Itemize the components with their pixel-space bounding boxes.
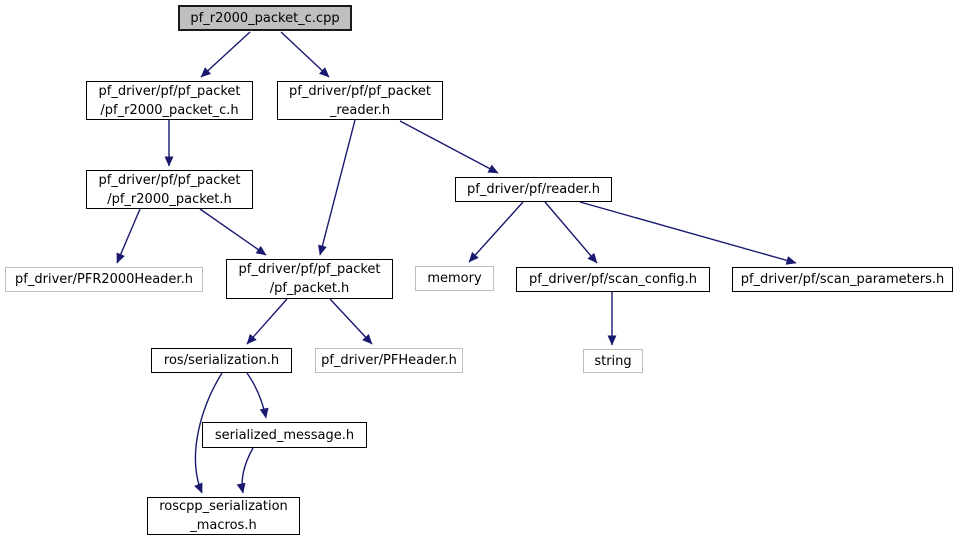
edge-pf_r2000_packet_h-to-pf_packet_h	[199, 208, 267, 256]
edge-pf_r2000_packet_c_cpp-to-pf_packet_reader_h	[280, 31, 330, 78]
node-pf-r2000-packet-c-h[interactable]: pf_driver/pf/pf_packet /pf_r2000_packet_…	[86, 81, 253, 120]
node-serialized-message-h[interactable]: serialized_message.h	[202, 422, 367, 448]
edge-pf_r2000_packet_h-to-pfr2000header_h	[116, 208, 141, 264]
node-pfr2000header-h: pf_driver/PFR2000Header.h	[5, 267, 203, 292]
node-scan-parameters-h[interactable]: pf_driver/pf/scan_parameters.h	[732, 267, 953, 292]
edge-ros_serialization_h-to-serialized_message_h	[246, 372, 269, 419]
node-roscpp-serialization-macros-h[interactable]: roscpp_serialization _macros.h	[147, 497, 300, 535]
edge-pf_packet_reader_h-to-pf_packet_h	[318, 119, 356, 256]
edge-serialized_message_h-to-roscpp_serialization_macros_h	[236, 447, 254, 494]
node-reader-h[interactable]: pf_driver/pf/reader.h	[455, 177, 612, 202]
node-string: string	[583, 349, 643, 373]
node-pfheader-h: pf_driver/PFHeader.h	[315, 348, 463, 373]
node-pf-r2000-packet-c-cpp: pf_r2000_packet_c.cpp	[178, 5, 352, 31]
node-pf-packet-reader-h[interactable]: pf_driver/pf/pf_packet _reader.h	[277, 81, 443, 120]
edge-reader_h-to-scan_config_h	[544, 201, 598, 264]
edge-reader_h-to-memory	[468, 201, 524, 263]
node-pf-r2000-packet-h[interactable]: pf_driver/pf/pf_packet /pf_r2000_packet.…	[86, 170, 253, 209]
edge-pf_packet_h-to-pfheader_h	[329, 298, 373, 345]
node-ros-serialization-h[interactable]: ros/serialization.h	[151, 348, 292, 373]
node-pf-packet-h[interactable]: pf_driver/pf/pf_packet /pf_packet.h	[226, 259, 393, 299]
node-memory: memory	[415, 266, 494, 291]
edge-pf_packet_h-to-ros_serialization_h	[246, 298, 288, 345]
edge-reader_h-to-scan_parameters_h	[579, 201, 797, 265]
edge-pf_r2000_packet_c_cpp-to-pf_r2000_packet_c_h	[200, 31, 251, 78]
node-scan-config-h[interactable]: pf_driver/pf/scan_config.h	[516, 267, 710, 292]
edge-pf_packet_reader_h-to-reader_h	[399, 120, 499, 174]
